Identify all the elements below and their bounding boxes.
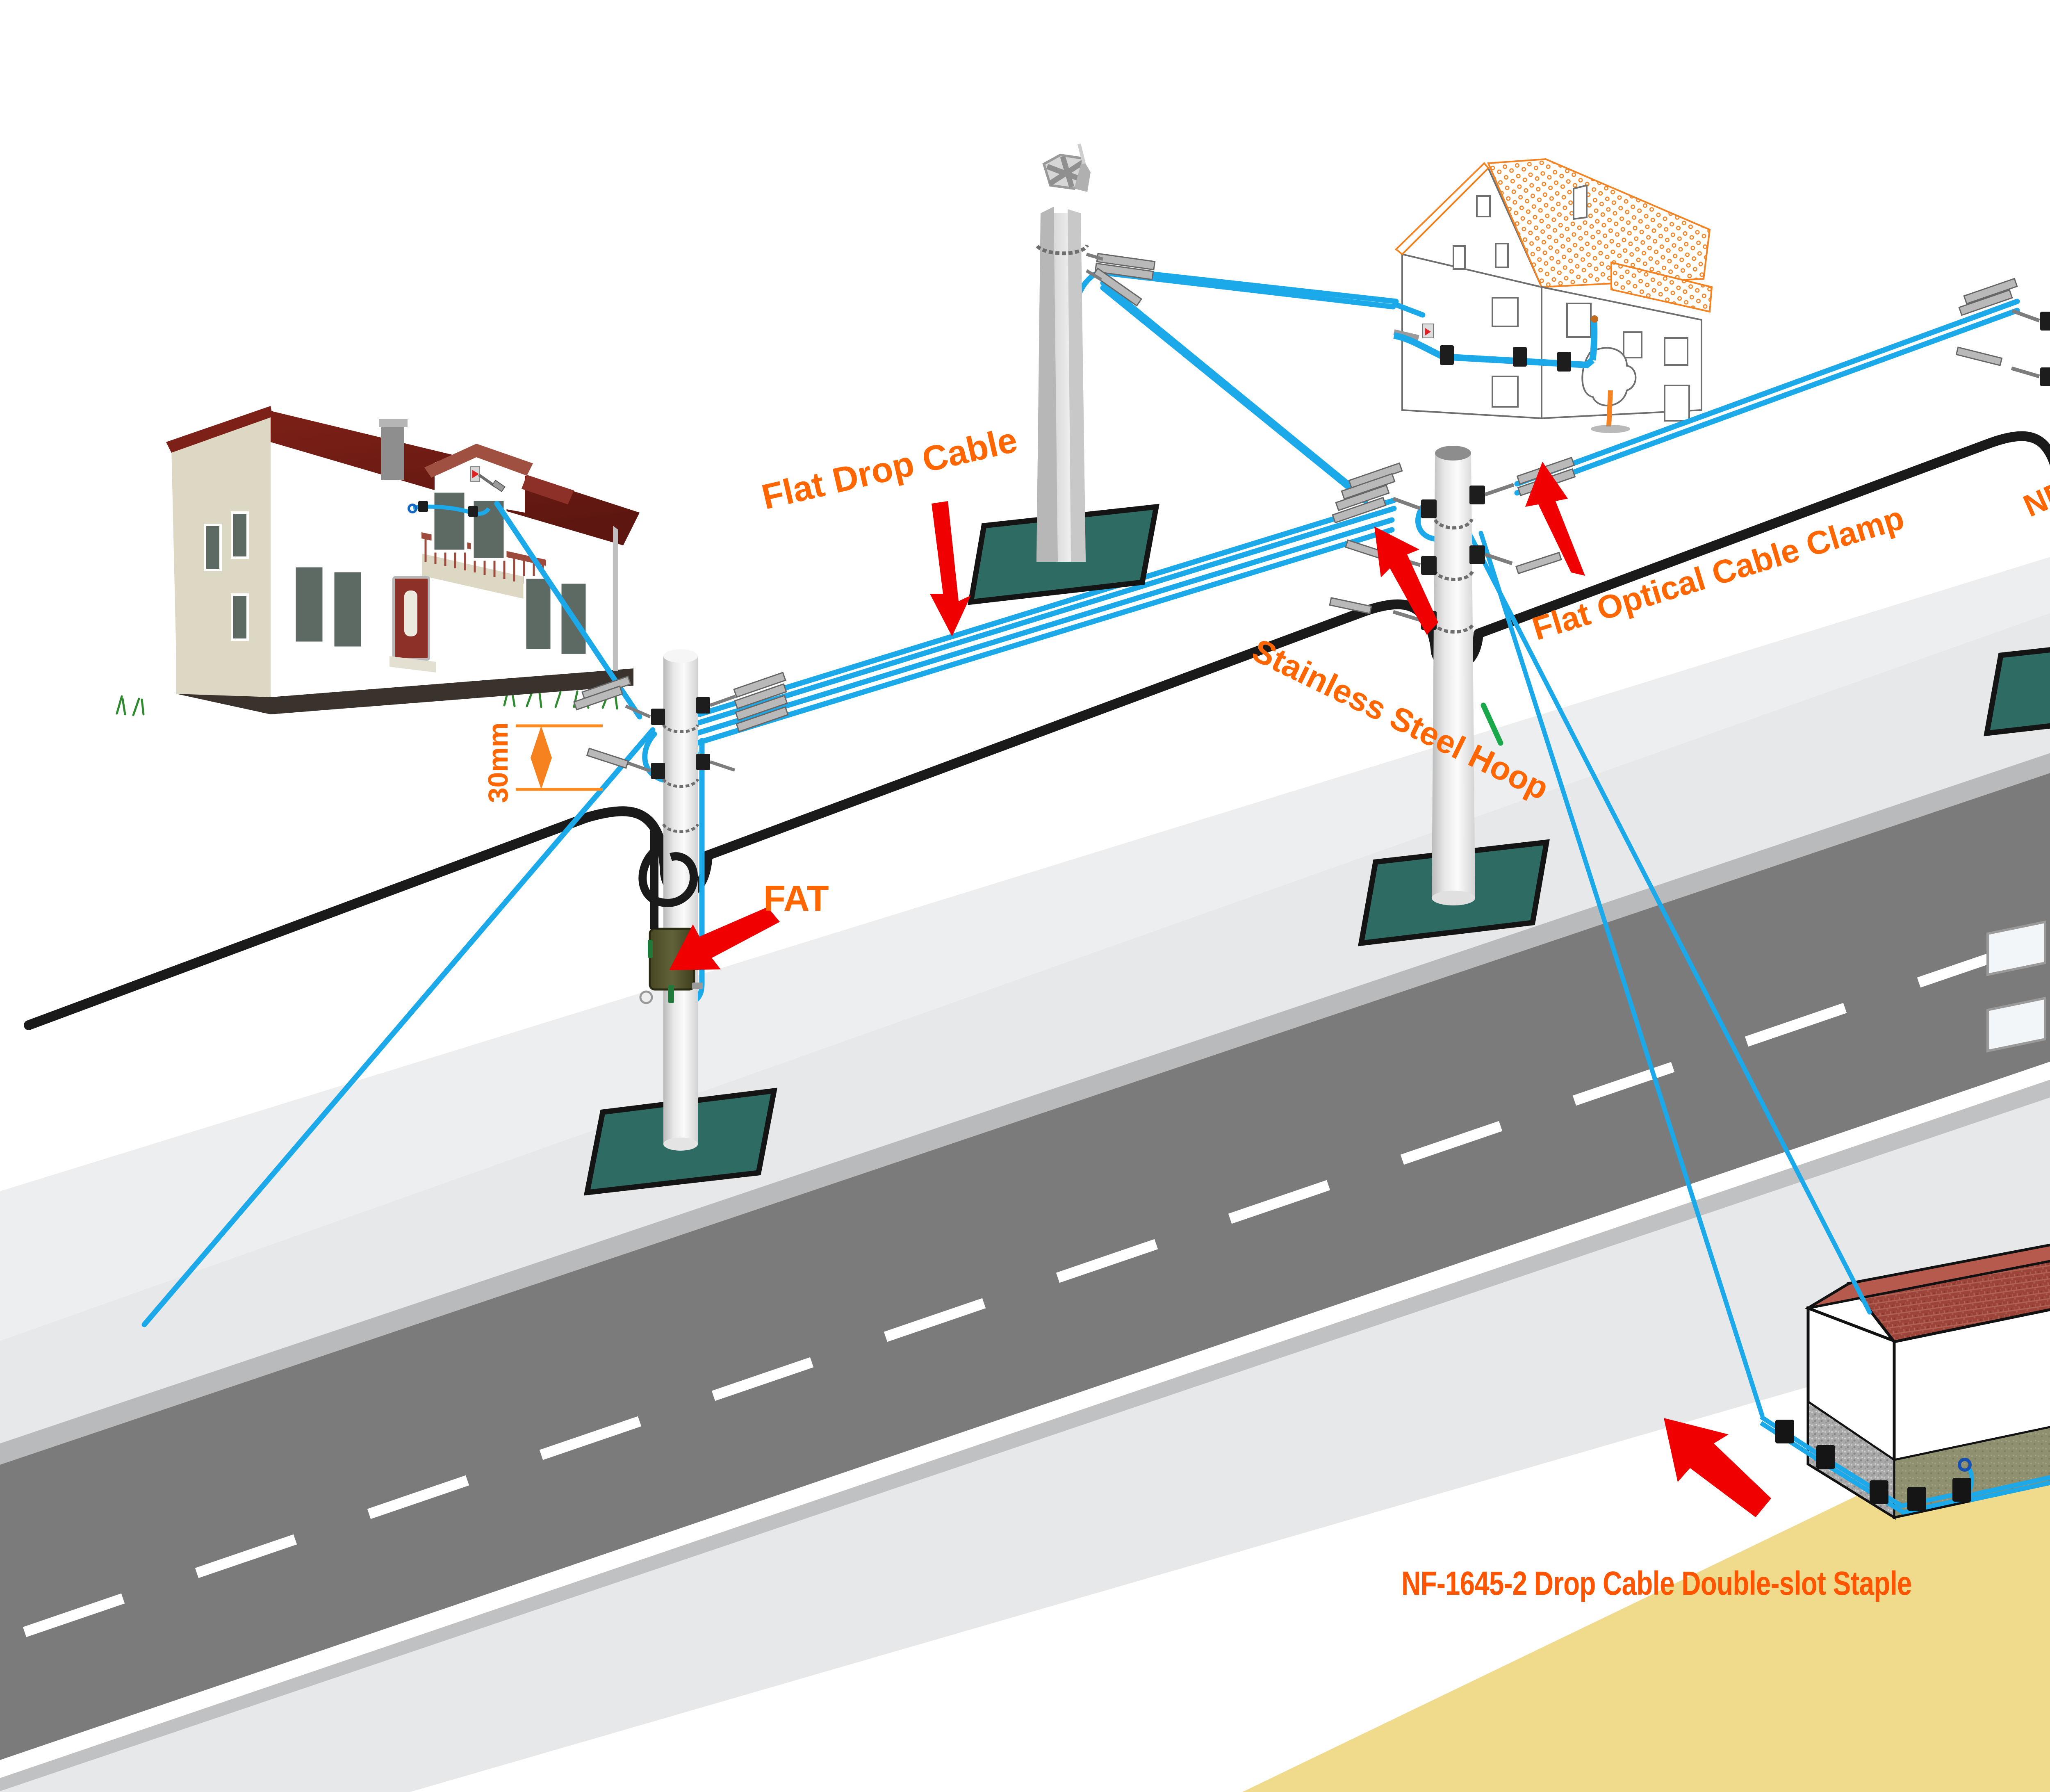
clearance-dimension-marker	[516, 724, 603, 791]
messenger-cable-black	[24, 431, 2050, 1030]
house-left	[116, 406, 640, 716]
facade-drop-cable-bottom-house	[1760, 1415, 2050, 1515]
pole-top-cap	[1042, 144, 1091, 192]
house-top	[1393, 158, 1713, 433]
flat-optical-cable-clamp	[1329, 456, 1576, 630]
pole-middle	[1329, 446, 1576, 905]
label-fat: FAT	[763, 878, 829, 919]
facade-drop-cable-top-house	[1393, 315, 1598, 372]
label-double-slot-staple: NF-1645-2 Drop Cable Double-slot Staple	[1401, 1565, 1912, 1602]
callout-arrows	[669, 462, 1771, 1517]
flat-optical-cable-clamp	[573, 672, 789, 779]
pole-top	[1036, 144, 1156, 562]
road-asphalt	[0, 753, 2050, 1792]
road-centre-line	[23, 944, 2019, 1637]
stainless-steel-hoop	[1432, 518, 1475, 634]
facade-drop-cable-left-house	[408, 501, 491, 517]
stainless-steel-hoop	[662, 724, 699, 833]
flat-optical-cable-clamp	[1955, 278, 2050, 386]
house-bottom	[1760, 920, 2050, 1520]
road-shoulder-upper	[0, 557, 2050, 1443]
label-clearance-30mm: 30mm	[483, 722, 514, 803]
pole-right	[1955, 278, 2050, 386]
wall-anchor-bracket-left-house	[470, 466, 506, 492]
road-shoulder-lower	[0, 1097, 2050, 1792]
drop-cable-staple	[1775, 1420, 1971, 1511]
